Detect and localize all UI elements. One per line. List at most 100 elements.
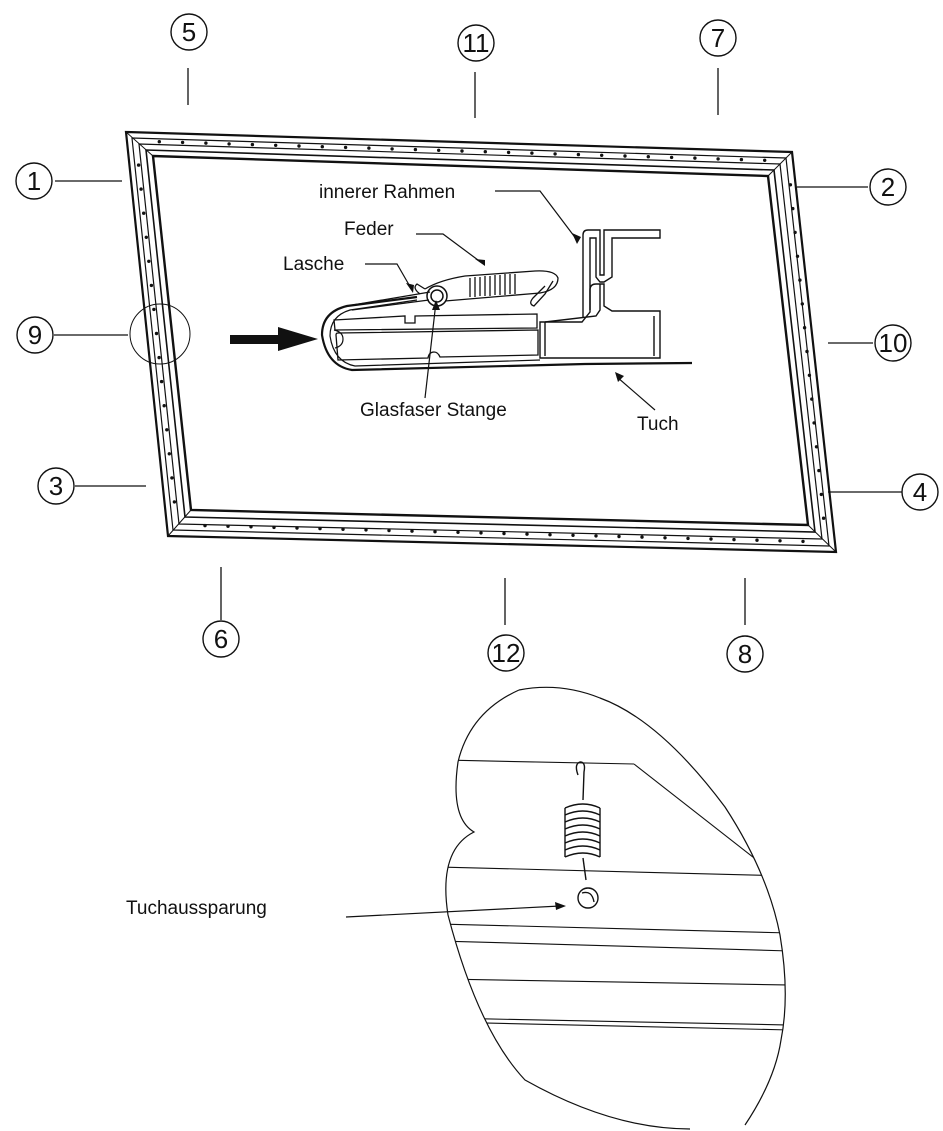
rivet [295,526,299,530]
rivet [249,525,253,529]
rivet [795,254,800,258]
rivet [801,539,805,544]
rivet [272,525,276,530]
rivet [814,445,819,449]
rivet [456,530,460,534]
rivet [152,307,156,312]
svg-text:5: 5 [182,17,196,47]
rivet [793,230,797,235]
callout-numbers: 5 11 7 1 2 9 10 3 [15,13,939,673]
rivet [437,148,441,152]
rivet [203,523,207,528]
rivet [139,187,143,191]
rivet [812,421,816,425]
rivet [525,532,529,536]
svg-text:7: 7 [711,23,725,53]
rivet [167,452,171,456]
rivet [410,529,414,533]
rivet [530,151,534,155]
rivet [571,533,575,537]
rivet [800,302,804,306]
rivet [162,404,166,408]
rivet [341,527,345,531]
rivet [460,149,464,153]
label-fabric-cutout: Tuchaussparung [126,898,267,919]
callout-3: 3 [37,467,75,505]
rivet [364,528,368,532]
rivet [159,379,164,384]
rivet [413,147,418,152]
svg-text:6: 6 [214,624,228,654]
rivet [623,154,627,158]
rivet [663,536,667,540]
rivet [250,142,255,147]
rivet [180,140,185,145]
rivet [693,156,697,160]
rivet [802,326,807,330]
frame-rivets [136,140,826,544]
detail-view: Tuchaussparung [126,686,786,1130]
svg-text:12: 12 [492,638,521,668]
rivet [778,539,782,543]
callout-1: 1 [15,162,53,200]
rivet [506,150,511,155]
rivet [343,145,348,150]
callout-leaders [54,68,902,625]
rivet [810,397,814,401]
detail-spring [564,761,601,909]
fabric-sleeve [320,295,693,372]
rivet [144,235,148,239]
rivet [600,153,604,157]
rivet [798,278,802,282]
rivet [204,141,208,145]
label-fiberglass-rod: Glasfaser Stange [360,400,507,421]
callout-10: 10 [874,324,912,362]
rivet [819,492,823,497]
rivet [274,143,278,147]
rivet [147,259,151,263]
rivet [791,206,795,211]
rivet [553,152,557,156]
label-tab: Lasche [283,254,344,275]
rivet [320,145,324,149]
callout-2: 2 [869,168,907,206]
callout-12: 12 [487,634,525,672]
callout-11: 11 [457,24,495,62]
rivet [433,530,437,534]
svg-text:10: 10 [879,328,908,358]
rivet [821,516,826,520]
rivet [669,155,674,160]
callout-9: 9 [16,316,54,354]
svg-text:2: 2 [881,172,895,202]
rivet [646,155,650,159]
rivet [594,534,598,538]
label-leaders [365,190,656,411]
callout-8: 8 [726,635,764,673]
rivet [483,150,487,154]
rivet [755,538,759,542]
rivet [149,283,154,288]
rivet [502,531,506,536]
rivet [479,531,483,535]
rivet [548,533,552,537]
rivet [739,157,744,162]
detail-circle [129,303,191,365]
rivet [165,428,169,432]
rivet [227,142,231,146]
rivet [170,476,174,480]
callout-4: 4 [901,473,939,511]
rivet [817,468,821,473]
rivet [686,536,690,541]
rivet [136,163,141,167]
svg-text:1: 1 [27,166,41,196]
label-fabric: Tuch [637,414,679,435]
rivet [157,140,161,144]
rivet [640,535,644,539]
label-spring: Feder [344,219,394,240]
svg-text:3: 3 [49,471,63,501]
insert-arrow [230,327,318,351]
rivet [318,526,322,531]
rivet [763,158,767,162]
